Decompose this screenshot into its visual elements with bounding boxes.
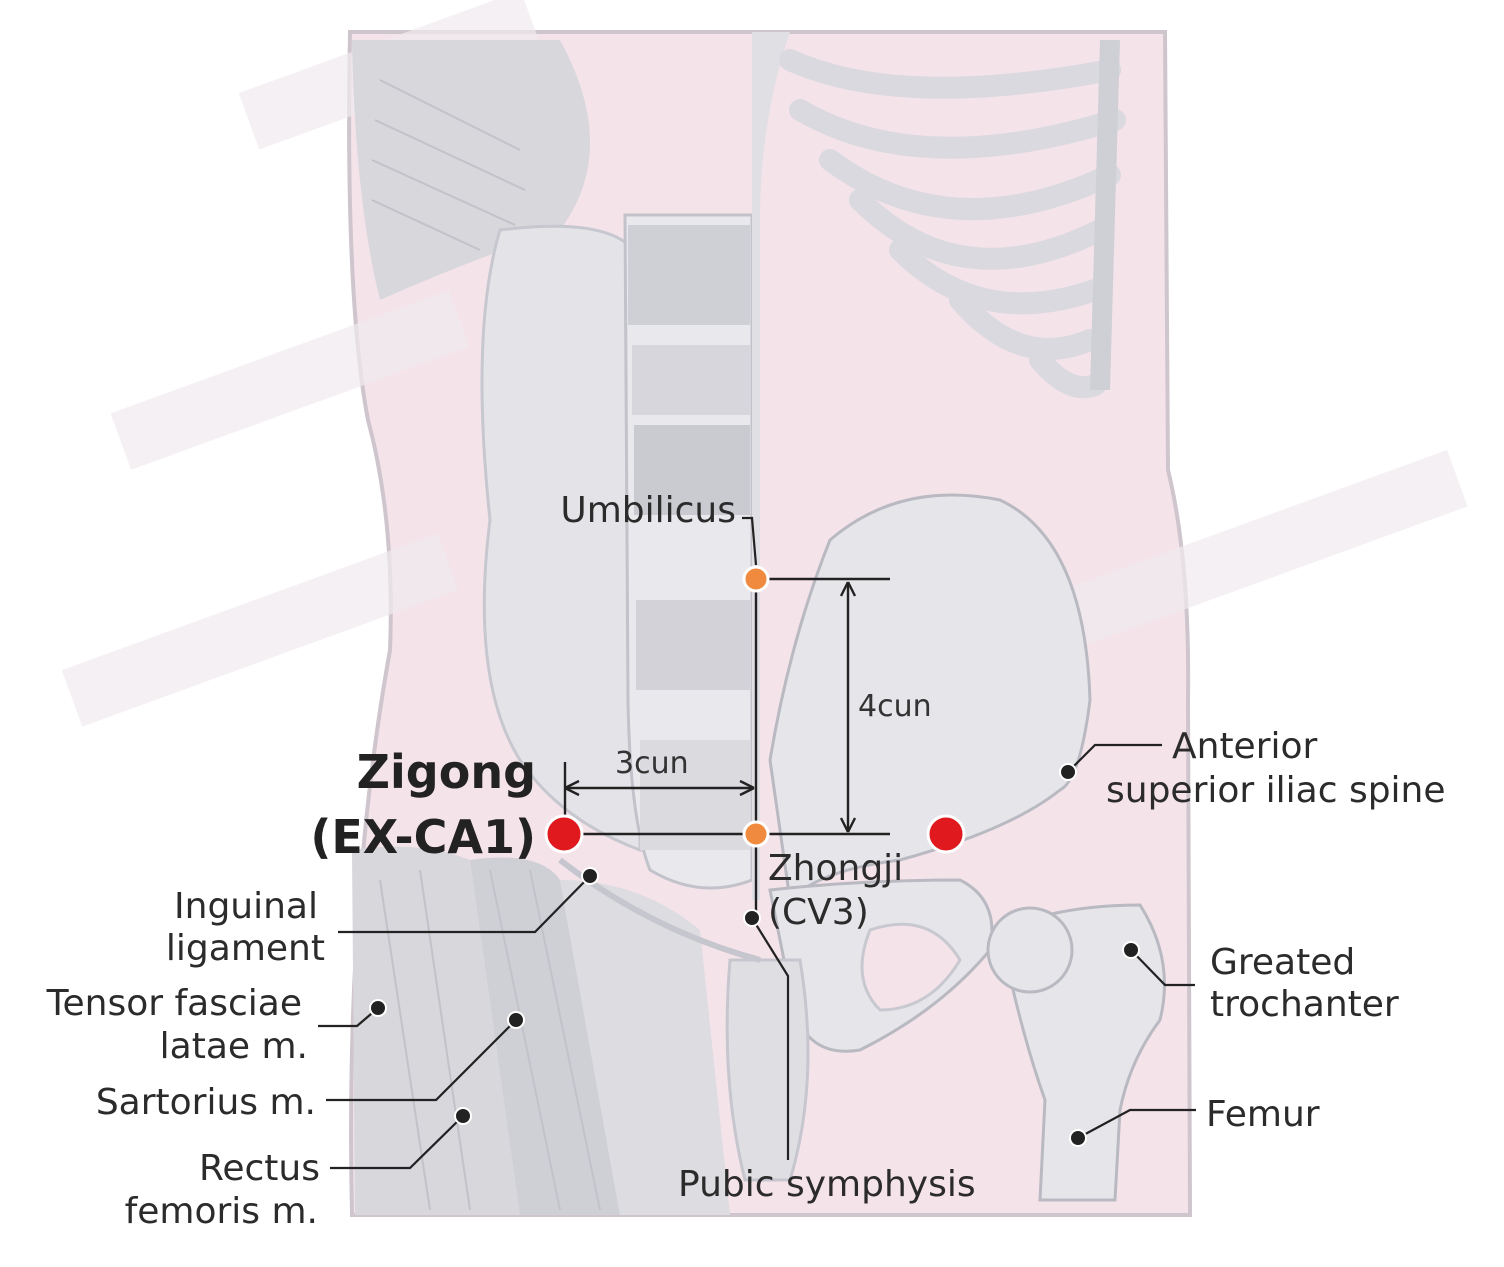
- umbilicus-point[interactable]: [742, 565, 770, 593]
- horizontal-measurement-label: 3cun: [615, 746, 689, 781]
- rib-cage: [779, 49, 1126, 399]
- inguinal-label-line2: ligament: [166, 928, 325, 969]
- femur-label: Femur: [1206, 1094, 1320, 1135]
- genital-region: [725, 958, 810, 1182]
- tensor-label-line1: Tensor fasciae: [46, 983, 302, 1024]
- sartorius-label: Sartorius m.: [96, 1082, 316, 1123]
- zigong-left-point[interactable]: [544, 814, 584, 854]
- spine-edge: [1090, 40, 1120, 390]
- tensor-label-line2: latae m.: [160, 1026, 308, 1067]
- leader-lines: [318, 516, 1196, 1170]
- rectus-label-line1: Rectus: [199, 1148, 320, 1189]
- umbilicus-label: Umbilicus: [560, 490, 736, 531]
- inguinal-label-line1: Inguinal: [174, 886, 318, 927]
- measurement-lines: [563, 577, 890, 915]
- asis-label-line2: superior iliac spine: [1106, 770, 1446, 811]
- asis-label-line1: Anterior: [1172, 726, 1318, 767]
- trochanter-label-line2: trochanter: [1210, 984, 1399, 1025]
- right-ilium: [768, 493, 1092, 904]
- obturator-foramen: [860, 922, 962, 1012]
- leader-dots: [369, 763, 1140, 1147]
- acupoint-code: (EX-CA1): [310, 810, 536, 864]
- zhongji-point[interactable]: [742, 820, 770, 848]
- right-femur: [986, 903, 1166, 1202]
- zhongji-code-label: (CV3): [768, 892, 869, 933]
- zhongji-label: Zhongji: [768, 848, 903, 889]
- acupoint-name: Zigong: [357, 745, 536, 799]
- left-thigh-muscles: [352, 846, 730, 1215]
- pubic-symphysis-label: Pubic symphysis: [678, 1164, 976, 1205]
- watermark: [61, 0, 1468, 727]
- rectus-abdominis: [623, 213, 754, 890]
- vertical-measurement-label: 4cun: [858, 689, 932, 724]
- trochanter-label-line1: Greated: [1210, 942, 1355, 983]
- rectus-label-line2: femoris m.: [125, 1191, 318, 1232]
- zigong-right-point[interactable]: [926, 814, 966, 854]
